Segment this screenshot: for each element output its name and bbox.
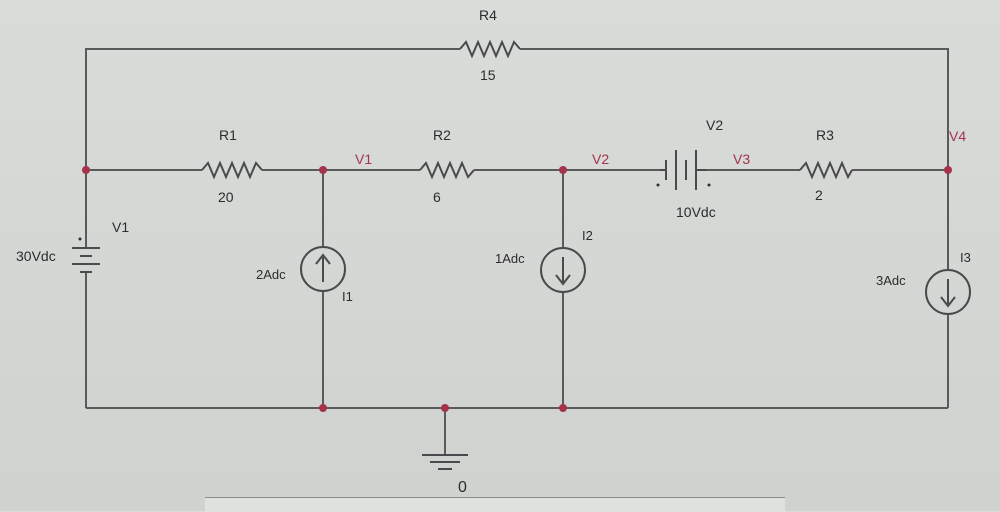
r3-name: R3 — [816, 127, 834, 143]
wire-top-left — [85, 48, 460, 170]
node-label-v4: V4 — [949, 128, 966, 144]
arrow-up-icon — [315, 253, 331, 282]
resistor-r1-icon — [201, 160, 263, 180]
r2-name: R2 — [433, 127, 451, 143]
i3-name: I3 — [960, 250, 971, 265]
current-source-i1 — [300, 246, 346, 292]
i2-name: I2 — [582, 228, 593, 243]
r1-name: R1 — [219, 127, 237, 143]
ground-label: 0 — [458, 479, 467, 496]
r1-value: 20 — [218, 189, 234, 205]
v1-name: V1 — [112, 219, 129, 235]
i3-value: 3Adc — [876, 273, 906, 288]
i2-value: 1Adc — [495, 251, 525, 266]
junction-dot — [559, 166, 567, 174]
r4-name: R4 — [479, 7, 497, 23]
current-source-i2 — [540, 247, 586, 293]
battery-v1-icon — [72, 237, 100, 273]
ground-icon — [422, 454, 468, 470]
junction-dot — [944, 166, 952, 174]
r3-value: 2 — [815, 187, 823, 203]
i1-name: I1 — [342, 289, 353, 304]
current-source-i3 — [925, 269, 971, 315]
bottom-panel-edge — [205, 497, 785, 512]
arrow-down-icon — [940, 279, 956, 308]
junction-dots — [82, 166, 952, 412]
junction-dot — [441, 404, 449, 412]
i1-value: 2Adc — [256, 267, 286, 282]
v1-value: 30Vdc — [16, 248, 56, 264]
junction-dot — [559, 404, 567, 412]
junction-dot — [82, 166, 90, 174]
node-label-v1: V1 — [355, 151, 372, 167]
battery-v2-icon — [656, 150, 711, 190]
r2-value: 6 — [433, 189, 441, 205]
wire-top-right — [520, 48, 949, 170]
node-label-v3: V3 — [733, 151, 750, 167]
node-label-v2: V2 — [592, 151, 609, 167]
resistor-r3-icon — [799, 160, 853, 180]
v2-name: V2 — [706, 117, 723, 133]
junction-dot — [319, 404, 327, 412]
junction-dot — [319, 166, 327, 174]
r4-value: 15 — [480, 67, 496, 83]
arrow-down-icon — [555, 257, 571, 286]
resistor-r4-icon — [459, 39, 521, 59]
v2-value: 10Vdc — [676, 204, 716, 220]
resistor-r2-icon — [419, 160, 475, 180]
